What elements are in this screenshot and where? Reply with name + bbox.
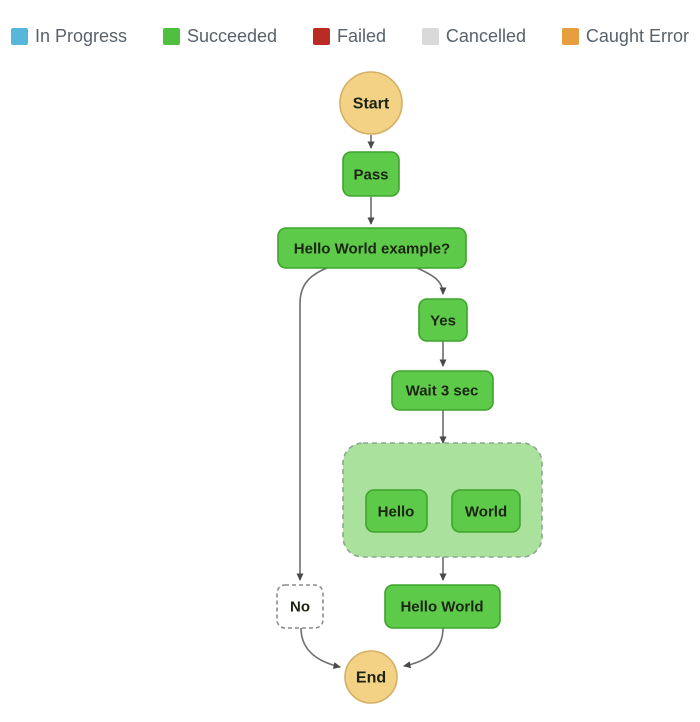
node-no[interactable]: No [276,584,324,629]
pass-label: Pass [353,167,388,184]
node-wait[interactable]: Wait 3 sec [391,370,494,411]
end-circle[interactable] [344,650,398,704]
status-legend: In Progress Succeeded Failed Cancelled C… [11,26,689,47]
legend-item-in-progress: In Progress [11,26,127,47]
edge-choice-no [296,267,328,581]
node-end[interactable]: End [344,650,398,704]
start-circle[interactable] [339,71,403,135]
legend-item-succeeded: Succeeded [162,26,278,47]
failed-swatch-icon [312,28,330,45]
node-yes[interactable]: Yes [418,298,468,342]
end-label: End [356,670,386,687]
node-start[interactable]: Start [339,71,403,135]
edge-helloworld-end [403,627,444,669]
succeeded-swatch-icon [162,28,180,45]
caught-error-swatch-icon [561,28,579,45]
legend-label: Caught Error [585,26,689,46]
node-hello-world[interactable]: Hello World [384,584,501,629]
world-label: World [465,504,507,521]
no-box[interactable] [276,584,324,629]
legend-item-caught-error: Caught Error [561,26,689,47]
yes-box[interactable] [418,298,468,342]
edge-no-end [300,627,341,669]
wait-label: Wait 3 sec [406,383,479,400]
pass-box[interactable] [342,151,400,197]
node-hello[interactable]: Hello [365,489,428,533]
yes-label: Yes [430,313,456,330]
hello-world-label: Hello World [400,599,483,616]
legend-label: Failed [336,26,386,46]
hello-label: Hello [378,504,415,521]
no-label: No [290,599,310,616]
start-label: Start [353,96,390,113]
world-box[interactable] [451,489,521,533]
cancelled-swatch-icon [421,28,439,45]
wait-box[interactable] [391,370,494,411]
legend-label: Cancelled [445,26,526,46]
node-choice[interactable]: Hello World example? [277,227,467,269]
legend-label: In Progress [35,26,128,46]
in-progress-swatch-icon [11,28,28,45]
legend-item-failed: Failed [312,26,386,47]
node-pass[interactable]: Pass [342,151,400,197]
choice-box[interactable] [277,227,467,269]
choice-label: Hello World example? [294,241,450,258]
legend-item-cancelled: Cancelled [421,26,526,47]
edge-choice-yes [416,267,447,295]
legend-label: Succeeded [186,26,278,46]
hello-box[interactable] [365,489,428,533]
hello-world-box[interactable] [384,584,501,629]
node-world[interactable]: World [451,489,521,533]
